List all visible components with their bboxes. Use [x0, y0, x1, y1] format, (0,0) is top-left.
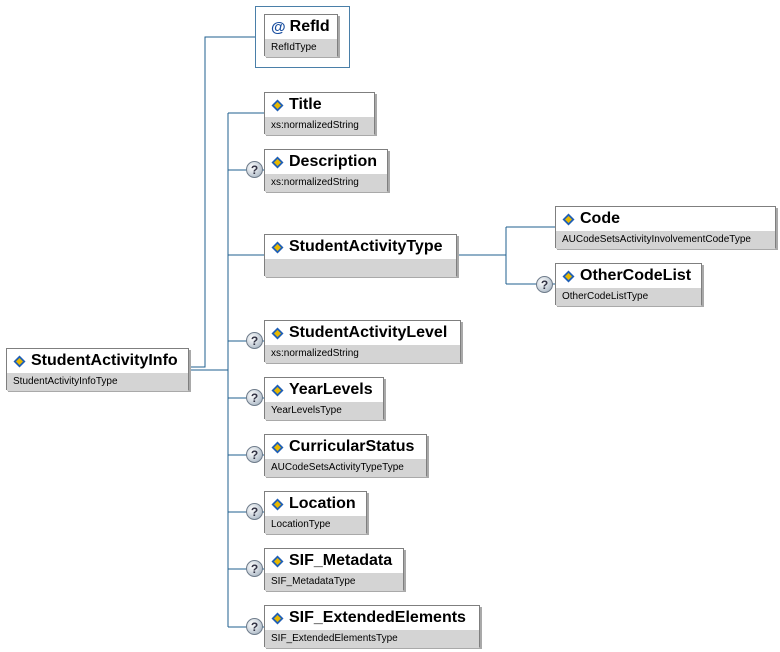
element-name-studentactivitylevel: StudentActivityLevel	[289, 324, 448, 341]
element-name-curricularstatus: CurricularStatus	[289, 438, 415, 455]
element-icon	[271, 99, 284, 111]
element-box-yearlevels[interactable]: YearLevels YearLevelsType	[264, 377, 384, 420]
element-type-studentactivitytype	[265, 259, 456, 277]
element-type-code: AUCodeSetsActivityInvolvementCodeType	[556, 231, 775, 249]
optional-question-icon: ?	[246, 618, 263, 635]
refid-attribute-name: RefId	[289, 18, 330, 35]
connector-root-refid	[189, 36, 255, 368]
element-box-sif-extendedelements[interactable]: SIF_ExtendedElements SIF_ExtendedElement…	[264, 605, 480, 648]
optional-question-icon: ?	[246, 560, 263, 577]
optional-question-icon: ?	[246, 446, 263, 463]
element-box-code[interactable]: Code AUCodeSetsActivityInvolvementCodeTy…	[555, 206, 776, 249]
element-icon	[271, 327, 284, 339]
element-icon	[271, 612, 284, 624]
element-box-description[interactable]: Description xs:normalizedString	[264, 149, 388, 192]
element-icon	[271, 384, 284, 396]
optional-question-icon: ?	[246, 389, 263, 406]
optional-question-icon: ?	[246, 332, 263, 349]
optional-question-icon: ?	[246, 161, 263, 178]
element-name-studentactivitytype: StudentActivityType	[289, 238, 443, 255]
element-type-studentactivitylevel: xs:normalizedString	[265, 345, 460, 363]
root-element-type: StudentActivityInfoType	[7, 373, 188, 391]
element-name-code: Code	[580, 210, 620, 227]
element-icon	[13, 355, 26, 367]
element-name-yearlevels: YearLevels	[289, 381, 373, 398]
element-icon	[271, 156, 284, 168]
element-box-studentactivitytype[interactable]: StudentActivityType	[264, 234, 457, 277]
element-name-title: Title	[289, 96, 322, 113]
attribute-at-icon: @	[271, 18, 286, 36]
element-box-studentactivitylevel[interactable]: StudentActivityLevel xs:normalizedString	[264, 320, 461, 363]
optional-question-icon: ?	[246, 503, 263, 520]
element-type-title: xs:normalizedString	[265, 117, 374, 135]
element-type-description: xs:normalizedString	[265, 174, 387, 192]
element-icon	[271, 241, 284, 253]
element-name-location: Location	[289, 495, 356, 512]
element-type-sif-metadata: SIF_MetadataType	[265, 573, 403, 591]
root-element-name: StudentActivityInfo	[31, 352, 178, 369]
element-box-sif-metadata[interactable]: SIF_Metadata SIF_MetadataType	[264, 548, 404, 591]
element-name-description: Description	[289, 153, 378, 170]
element-type-othercodelist: OtherCodeListType	[556, 288, 701, 306]
element-box-location[interactable]: Location LocationType	[264, 491, 367, 534]
element-icon	[562, 270, 575, 282]
optional-question-icon: ?	[536, 276, 553, 293]
element-icon	[271, 441, 284, 453]
element-type-yearlevels: YearLevelsType	[265, 402, 383, 420]
element-icon	[271, 498, 284, 510]
element-icon	[271, 555, 284, 567]
element-type-location: LocationType	[265, 516, 366, 534]
element-box-title[interactable]: Title xs:normalizedString	[264, 92, 375, 135]
refid-attribute-type: RefIdType	[265, 39, 337, 57]
root-element-box[interactable]: StudentActivityInfo StudentActivityInfoT…	[6, 348, 189, 391]
refid-attribute-box[interactable]: @ RefId RefIdType	[264, 14, 338, 57]
element-box-othercodelist[interactable]: OtherCodeList OtherCodeListType	[555, 263, 702, 306]
element-name-sif-metadata: SIF_Metadata	[289, 552, 393, 569]
element-type-curricularstatus: AUCodeSetsActivityTypeType	[265, 459, 426, 477]
element-type-sif-extendedelements: SIF_ExtendedElementsType	[265, 630, 479, 648]
element-icon	[562, 213, 575, 225]
element-box-curricularstatus[interactable]: CurricularStatus AUCodeSetsActivityTypeT…	[264, 434, 427, 477]
element-name-othercodelist: OtherCodeList	[580, 267, 692, 284]
element-name-sif-extendedelements: SIF_ExtendedElements	[289, 609, 466, 626]
